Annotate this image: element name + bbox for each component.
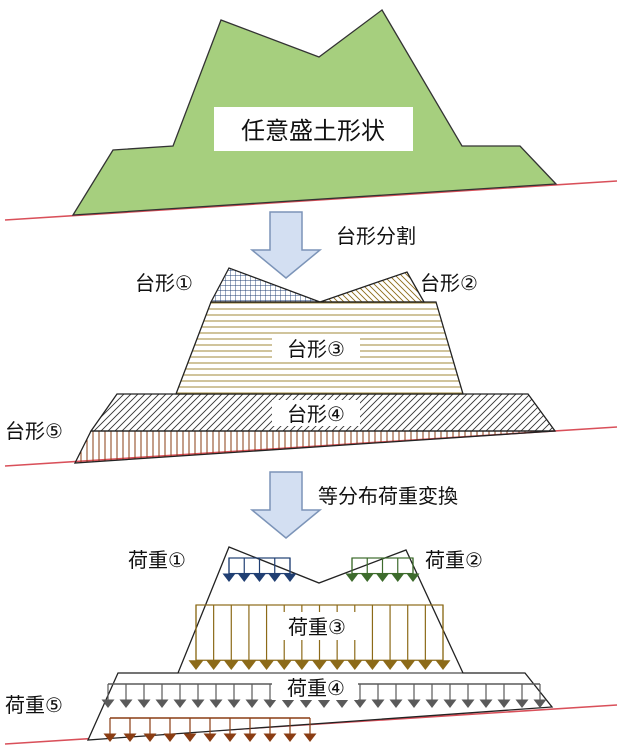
- load-4-arrow-head: [443, 699, 457, 708]
- load-3-arrow-head: [241, 660, 257, 670]
- load-3-arrow-head: [329, 660, 345, 670]
- load-5-arrow-head: [303, 733, 317, 742]
- label-bg-load3: [274, 612, 360, 640]
- load-3-arrow-head: [435, 660, 451, 670]
- load-3-arrow-head: [382, 660, 398, 670]
- load-4-arrow-head: [479, 699, 493, 708]
- load-5-arrow-head: [263, 733, 277, 742]
- load-3-arrow-head: [259, 660, 275, 670]
- step-label-2: 等分布荷重変換: [318, 484, 458, 508]
- load-3-arrow-head: [223, 660, 239, 670]
- step-arrow-2-icon: [249, 471, 323, 539]
- load-4-arrow-head: [209, 699, 223, 708]
- load-4-arrow-head: [137, 699, 151, 708]
- load-1-arrow-head: [253, 573, 266, 582]
- load-3-arrow-head: [206, 660, 222, 670]
- load-5-arrow-head: [123, 733, 137, 742]
- load-5-arrow-head: [163, 733, 177, 742]
- load-4-arrow-head: [515, 699, 529, 708]
- load-4-arrow-head: [191, 699, 205, 708]
- load-3-arrow-head: [276, 660, 292, 670]
- load-3-arrow-head: [347, 660, 363, 670]
- load-4-arrow-head: [533, 699, 547, 708]
- load-label-1: 荷重①: [128, 548, 186, 572]
- load-3-arrow-head: [312, 660, 327, 670]
- trapezoid-1: [209, 267, 321, 303]
- load-3-arrow-head: [364, 660, 380, 670]
- load-label-4: 荷重④: [287, 676, 345, 700]
- load-3-arrow-head: [188, 660, 204, 670]
- trap-label-4: 台形④: [287, 402, 345, 426]
- load-label-3: 荷重③: [288, 615, 346, 639]
- load-2-arrow-head: [406, 573, 420, 582]
- trapezoid-5: [73, 430, 556, 464]
- load-4-arrow-head: [497, 699, 511, 708]
- load-arrow-group: [101, 557, 547, 742]
- load-1-arrow-head: [237, 573, 251, 582]
- load-3-arrow-head: [294, 660, 310, 670]
- load-5-arrow-head: [243, 733, 257, 742]
- load-2-arrow-head: [345, 573, 359, 582]
- load-3-arrow-head: [417, 660, 433, 670]
- trap-label-5: 台形⑤: [5, 419, 63, 443]
- load-1-arrow-head: [268, 573, 282, 582]
- step-arrow-1-icon: [249, 211, 323, 279]
- load-4-arrow-head: [245, 699, 259, 708]
- load-2-arrow-head: [360, 573, 374, 582]
- load-1-arrow-head: [222, 573, 236, 582]
- load-4-arrow-head: [173, 699, 187, 708]
- load-5-arrow-head: [103, 733, 117, 742]
- load-4-arrow-head: [389, 699, 403, 708]
- load-3-arrow-head: [400, 660, 416, 670]
- load-4-arrow-head: [281, 699, 295, 708]
- load-5-arrow-head: [223, 733, 237, 742]
- trapezoid-2: [319, 271, 426, 303]
- load-4-arrow-head: [425, 699, 439, 708]
- ground-line-top: [4, 180, 618, 221]
- load-4-arrow-head: [461, 699, 475, 708]
- title-text: 任意盛土形状: [241, 117, 385, 145]
- load-4-arrow-head: [299, 699, 313, 708]
- load-1-arrow-head: [283, 573, 297, 582]
- step-label-1: 台形分割: [336, 224, 416, 248]
- load-2-arrow-head: [376, 573, 389, 582]
- load-4-arrow-head: [155, 699, 169, 708]
- load-4-arrow-head: [335, 699, 349, 708]
- load-4-arrow-head: [263, 699, 277, 708]
- load-label-2: 荷重②: [425, 548, 483, 572]
- load-5-arrow-head: [183, 733, 197, 742]
- load-4-arrow-head: [119, 699, 133, 708]
- load-4-arrow-head: [101, 699, 115, 708]
- label-bg-trap3: [272, 334, 360, 362]
- load-4-arrow-head: [317, 699, 331, 708]
- load-label-5: 荷重⑤: [5, 693, 63, 717]
- trap-label-2: 台形②: [420, 271, 478, 295]
- load-5-arrow-head: [283, 733, 297, 742]
- load-4-arrow-head: [353, 699, 367, 708]
- load-4-arrow-head: [227, 699, 241, 708]
- trap-label-1: 台形①: [135, 271, 193, 295]
- trap-label-3: 台形③: [287, 337, 345, 361]
- load-2-arrow-head: [391, 573, 405, 582]
- label-bg-trap4: [272, 400, 360, 426]
- load-4-arrow-head: [371, 699, 385, 708]
- title-box: [214, 107, 413, 151]
- load-5-arrow-head: [203, 733, 217, 742]
- load-5-arrow-head: [143, 733, 157, 742]
- load-4-arrow-head: [407, 699, 421, 708]
- label-bg-load4: [272, 674, 358, 700]
